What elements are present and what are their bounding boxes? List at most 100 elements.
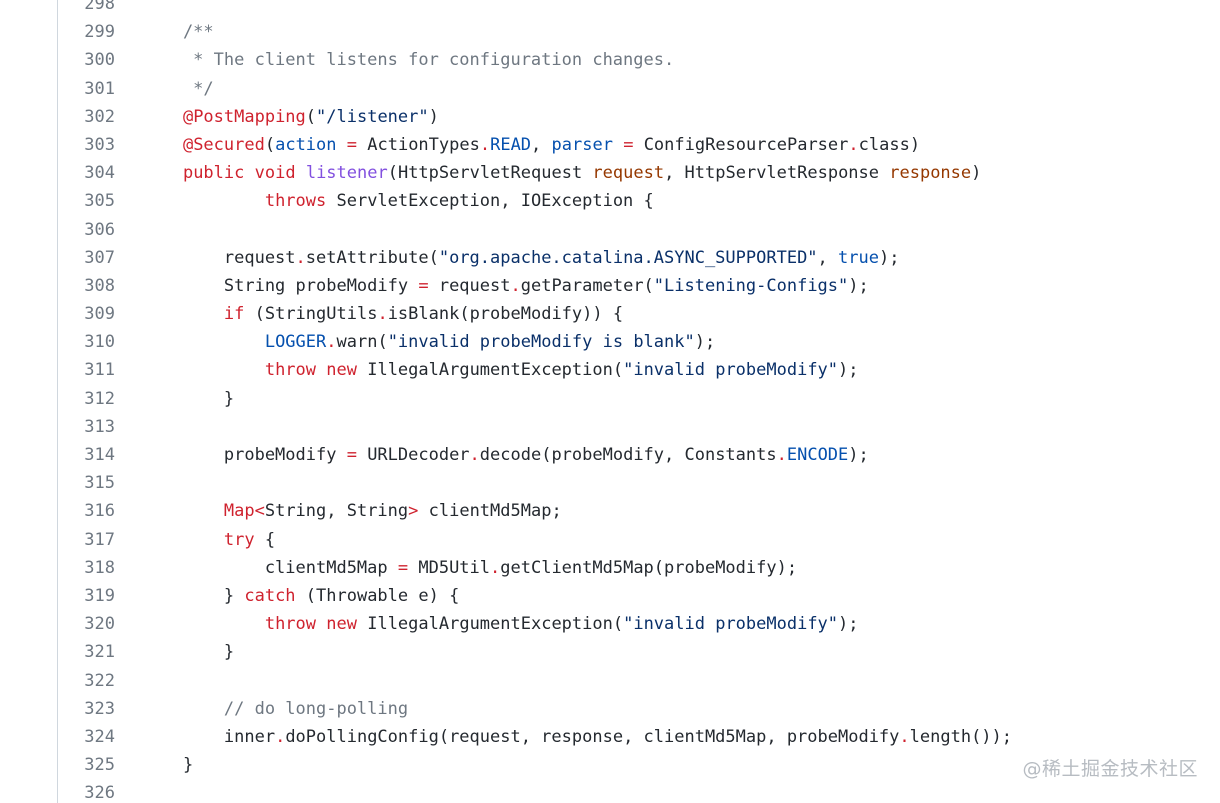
code-token: void xyxy=(254,163,296,184)
code-line: 326 xyxy=(0,779,1220,803)
code-token: action xyxy=(275,134,337,155)
code-line: 314 probeModify = URLDecoder.decode(prob… xyxy=(0,441,1220,469)
code-token: = xyxy=(346,445,357,465)
code-text: String probeModify = request.getParamete… xyxy=(142,272,869,300)
code-token: decode(probeModify, Constants xyxy=(479,445,777,465)
code-token: String probeModify xyxy=(142,275,419,296)
line-number[interactable]: 321 xyxy=(84,642,115,663)
code-token: doPollingConfig(request, response, clien… xyxy=(285,726,900,747)
code-line: 301 */ xyxy=(0,75,1220,103)
line-number[interactable]: 302 xyxy=(84,106,115,127)
code-text: if (StringUtils.isBlank(probeModify)) { xyxy=(142,300,623,328)
line-number[interactable]: 298 xyxy=(84,0,115,14)
code-line: 323 // do long-polling xyxy=(0,695,1220,723)
line-number[interactable]: 299 xyxy=(84,22,115,43)
code-token: throw xyxy=(264,614,317,635)
code-token: = xyxy=(418,275,429,296)
code-line: 311 throw new IllegalArgumentException("… xyxy=(0,356,1220,384)
code-token: try xyxy=(223,529,255,550)
code-token: URLDecoder xyxy=(356,445,470,465)
line-number[interactable]: 314 xyxy=(84,445,115,465)
code-token: */ xyxy=(142,78,214,99)
code-token xyxy=(142,191,265,211)
code-token: , xyxy=(531,134,552,155)
code-token: if xyxy=(223,304,245,325)
code-token: , HttpServletResponse xyxy=(664,163,890,184)
code-token: = xyxy=(397,557,409,578)
line-number[interactable]: 306 xyxy=(84,219,115,240)
line-number[interactable]: 303 xyxy=(84,134,115,155)
code-token xyxy=(142,530,224,550)
code-line: 304 public void listener(HttpServletRequ… xyxy=(0,159,1220,187)
code-token xyxy=(142,332,265,352)
line-number[interactable]: 301 xyxy=(84,78,115,99)
code-token: . xyxy=(776,445,787,465)
line-number[interactable]: 324 xyxy=(84,726,115,747)
code-token xyxy=(142,304,224,324)
code-token: . xyxy=(848,134,859,155)
line-number[interactable]: 325 xyxy=(84,755,115,776)
code-token: ); xyxy=(848,445,869,465)
code-token: "org.apache.catalina.ASYNC_SUPPORTED" xyxy=(438,247,818,268)
code-line: 303 @Secured(action = ActionTypes.READ, … xyxy=(0,131,1220,159)
code-line: 312 } xyxy=(0,385,1220,413)
line-number[interactable]: 300 xyxy=(84,50,115,71)
code-line: 302 @PostMapping("/listener") xyxy=(0,103,1220,131)
line-number[interactable]: 318 xyxy=(84,557,115,578)
code-token: } xyxy=(142,755,194,776)
code-line: 325 } xyxy=(0,751,1220,779)
code-token: . xyxy=(295,247,306,268)
code-token xyxy=(142,614,265,634)
line-number[interactable]: 308 xyxy=(84,275,115,296)
code-token: ( xyxy=(305,106,317,127)
code-token: ); xyxy=(848,275,869,296)
code-token: = xyxy=(623,134,634,155)
code-token xyxy=(244,163,254,183)
code-token: request xyxy=(592,163,665,184)
code-token: . xyxy=(275,726,286,747)
code-text: public void listener(HttpServletRequest … xyxy=(142,159,981,187)
code-token xyxy=(142,360,265,380)
line-number[interactable]: 320 xyxy=(84,614,115,635)
code-token: ) xyxy=(428,106,439,127)
line-number[interactable]: 322 xyxy=(84,670,115,691)
code-token: READ xyxy=(490,134,532,155)
code-token: throws xyxy=(264,191,327,212)
code-text: throw new IllegalArgumentException("inva… xyxy=(142,610,859,638)
code-token: @PostMapping xyxy=(182,106,306,127)
code-token: /** xyxy=(142,22,214,43)
line-number[interactable]: 312 xyxy=(84,388,115,409)
line-number[interactable]: 305 xyxy=(84,191,115,212)
code-token: new xyxy=(326,614,357,635)
code-token: class) xyxy=(858,134,921,155)
line-number[interactable]: 316 xyxy=(84,501,115,522)
code-token xyxy=(142,107,183,127)
code-token: parser xyxy=(551,134,613,155)
code-text: /** xyxy=(142,18,214,46)
line-number[interactable]: 309 xyxy=(84,304,115,325)
line-number[interactable]: 326 xyxy=(84,783,115,803)
line-number[interactable]: 304 xyxy=(84,163,115,184)
line-number[interactable]: 310 xyxy=(84,332,115,353)
code-token: getParameter( xyxy=(520,275,654,296)
code-token: "invalid probeModify is blank" xyxy=(387,332,695,353)
code-token: public xyxy=(182,163,245,184)
code-line: 318 clientMd5Map = MD5Util.getClientMd5M… xyxy=(0,554,1220,582)
line-number[interactable]: 323 xyxy=(84,698,115,719)
code-token: String, String xyxy=(264,501,409,522)
code-text: } xyxy=(142,385,234,413)
code-text: throws ServletException, IOException { xyxy=(142,187,654,215)
code-token: { xyxy=(254,529,276,550)
line-number[interactable]: 307 xyxy=(84,247,115,268)
line-number[interactable]: 315 xyxy=(84,473,115,494)
code-token xyxy=(142,501,224,521)
code-token: } xyxy=(142,388,235,409)
code-line: 308 String probeModify = request.getPara… xyxy=(0,272,1220,300)
code-token: = xyxy=(346,134,358,155)
line-number[interactable]: 311 xyxy=(84,360,115,381)
code-line: 322 xyxy=(0,667,1220,695)
line-number[interactable]: 319 xyxy=(84,585,115,606)
line-number[interactable]: 313 xyxy=(84,416,115,437)
line-number[interactable]: 317 xyxy=(84,529,115,550)
code-token: length()); xyxy=(909,726,1013,747)
